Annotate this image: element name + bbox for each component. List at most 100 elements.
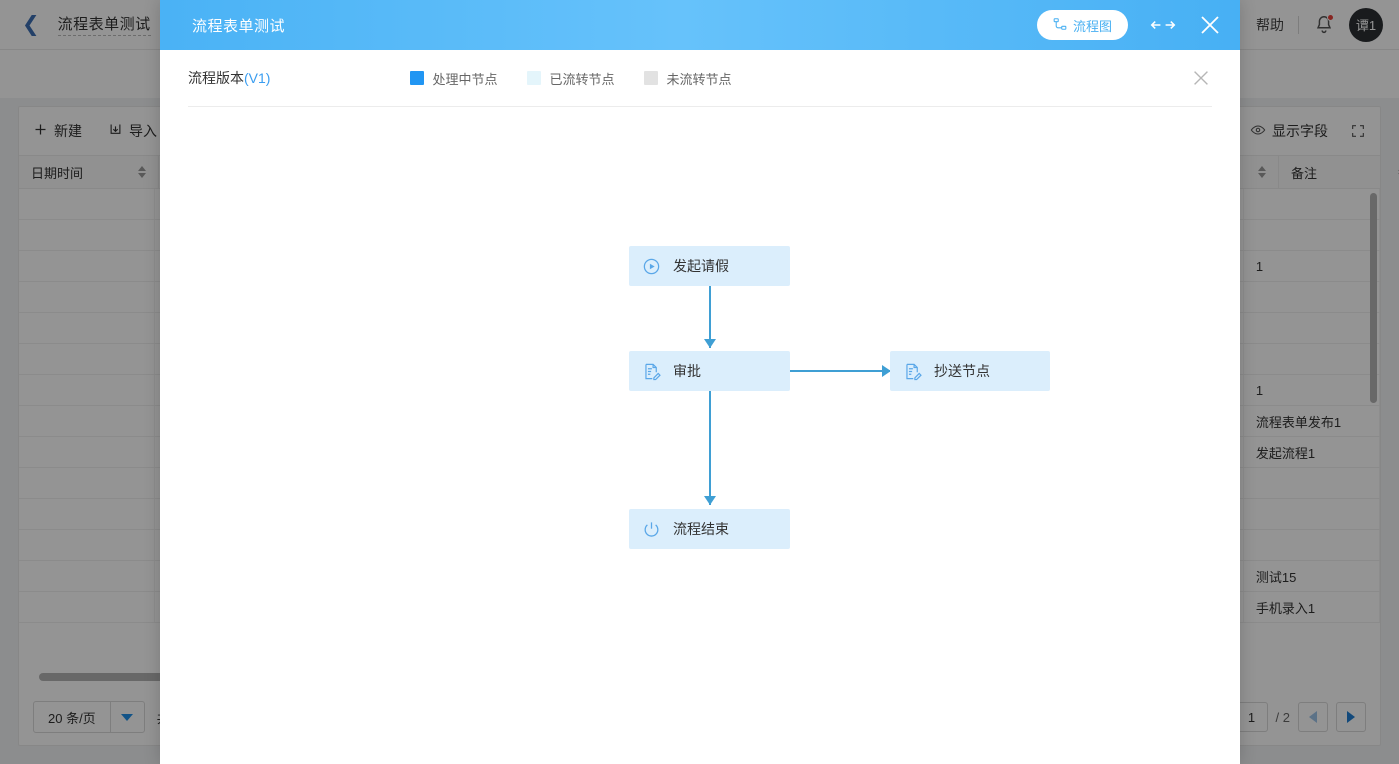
- approval-doc-icon: [629, 362, 673, 381]
- sort-icon[interactable]: [138, 166, 146, 178]
- arrowhead-down: [704, 339, 716, 348]
- table-cell: [19, 499, 156, 529]
- table-cell: [1244, 282, 1380, 312]
- table-cell: [1108, 344, 1244, 374]
- flow-node-approve[interactable]: 审批: [629, 351, 790, 391]
- table-cell: [1244, 344, 1380, 374]
- divider: [1298, 15, 1299, 34]
- table-cell: [1108, 592, 1244, 622]
- new-record-button[interactable]: 新建: [33, 121, 82, 141]
- import-button[interactable]: 导入: [108, 121, 157, 141]
- table-cell: [1108, 406, 1244, 436]
- table-cell: [1108, 189, 1244, 219]
- table-cell: [1244, 530, 1380, 560]
- version-number: (V1): [244, 70, 271, 86]
- table-cell: [19, 406, 156, 436]
- horizontal-scrollbar[interactable]: [39, 673, 179, 681]
- table-cell: [1244, 189, 1380, 219]
- flow-node-start[interactable]: 发起请假: [629, 246, 790, 286]
- flow-node-label: 发起请假: [673, 258, 729, 274]
- plus-icon: [33, 122, 48, 140]
- fullscreen-icon[interactable]: [1350, 123, 1366, 139]
- eye-icon: [1250, 122, 1266, 141]
- divider: [188, 106, 1212, 107]
- import-icon: [108, 122, 123, 140]
- vertical-scrollbar[interactable]: [1370, 193, 1377, 403]
- table-cell: [1108, 220, 1244, 250]
- table-cell: [19, 375, 156, 405]
- page-number-input[interactable]: 1: [1235, 702, 1268, 732]
- table-cell: 手机录入1: [1244, 592, 1380, 622]
- table-cell: 流程表单发布1: [1244, 406, 1380, 436]
- flow-chart-modal: 流程表单测试 流程图: [160, 0, 1240, 764]
- show-fields-button[interactable]: 显示字段: [1250, 121, 1328, 141]
- sort-icon[interactable]: [1258, 166, 1266, 178]
- table-cell: [19, 561, 156, 591]
- column-header[interactable]: 日期时间: [19, 156, 159, 188]
- legend-item: 未流转节点: [644, 69, 732, 88]
- flow-icon: [1053, 17, 1067, 34]
- modal-legend-bar: 流程版本(V1) 处理中节点 已流转节点 未流转节点: [160, 50, 1240, 106]
- legend-label: 处理中节点: [432, 71, 498, 87]
- version-label: 流程版本(V1): [188, 68, 270, 88]
- edge-approve-cc: [790, 370, 892, 372]
- flow-node-label: 审批: [673, 363, 701, 379]
- flow-node-cc[interactable]: 抄送节点: [890, 351, 1050, 391]
- table-cell: [1244, 468, 1380, 498]
- arrowhead-down: [704, 496, 716, 505]
- legend-swatch: [527, 71, 542, 85]
- table-footer: 20 条/页 共 1 / 2: [19, 689, 1380, 745]
- table-cell: [1108, 561, 1244, 591]
- modal-close-button[interactable]: [1190, 67, 1212, 89]
- table-cell: [1244, 499, 1380, 529]
- table-cell: [1108, 468, 1244, 498]
- flow-chart-button[interactable]: 流程图: [1036, 10, 1128, 40]
- flow-node-end[interactable]: 流程结束: [629, 509, 790, 549]
- resize-horizontal-icon[interactable]: [1150, 16, 1176, 34]
- approval-doc-icon: [890, 362, 934, 381]
- next-page-button[interactable]: [1336, 702, 1366, 732]
- play-circle-icon: [629, 257, 673, 276]
- table-cell: [19, 530, 156, 560]
- close-icon[interactable]: [1198, 13, 1222, 37]
- chevron-down-icon: [109, 702, 144, 732]
- table-cell: [1108, 313, 1244, 343]
- page-size-label: 20 条/页: [48, 710, 96, 726]
- column-header-label: 日期时间: [31, 165, 84, 181]
- table-cell: [19, 282, 156, 312]
- back-icon[interactable]: ❮: [22, 13, 40, 36]
- table-cell: [1108, 251, 1244, 281]
- table-cell: [19, 437, 156, 467]
- table-cell: [1108, 530, 1244, 560]
- show-fields-label: 显示字段: [1272, 123, 1328, 139]
- table-cell: [19, 313, 156, 343]
- table-cell: [19, 251, 156, 281]
- page-size-select[interactable]: 20 条/页: [33, 701, 145, 733]
- flow-canvas[interactable]: 发起请假审批 抄送节点流程结束: [160, 107, 1240, 764]
- app-title: 流程表单测试: [57, 13, 151, 36]
- table-cell: [19, 189, 156, 219]
- table-cell: [1108, 437, 1244, 467]
- table-cell: [1108, 499, 1244, 529]
- flow-node-label: 抄送节点: [934, 363, 990, 379]
- avatar[interactable]: 谭1: [1349, 7, 1383, 42]
- table-cell: [1244, 313, 1380, 343]
- edge-approve-end: [709, 391, 711, 505]
- table-cell: [19, 344, 156, 374]
- legend-swatch: [410, 71, 425, 85]
- notification-dot: [1327, 13, 1334, 21]
- modal-header: 流程表单测试 流程图: [160, 0, 1240, 50]
- flow-node-label: 流程结束: [673, 521, 729, 537]
- help-link[interactable]: 帮助: [1256, 16, 1284, 33]
- table-cell: [19, 220, 156, 250]
- version-text: 流程版本: [188, 70, 244, 86]
- flow-chart-label: 流程图: [1072, 18, 1112, 34]
- legend-label: 未流转节点: [666, 71, 732, 87]
- column-header-label: 备注: [1291, 165, 1318, 181]
- table-cell: 发起流程1: [1244, 437, 1380, 467]
- legend-label: 已流转节点: [549, 71, 615, 87]
- table-cell: [1108, 375, 1244, 405]
- table-cell: 测试15: [1244, 561, 1380, 591]
- prev-page-button[interactable]: [1298, 702, 1328, 732]
- bell-icon[interactable]: [1313, 13, 1335, 36]
